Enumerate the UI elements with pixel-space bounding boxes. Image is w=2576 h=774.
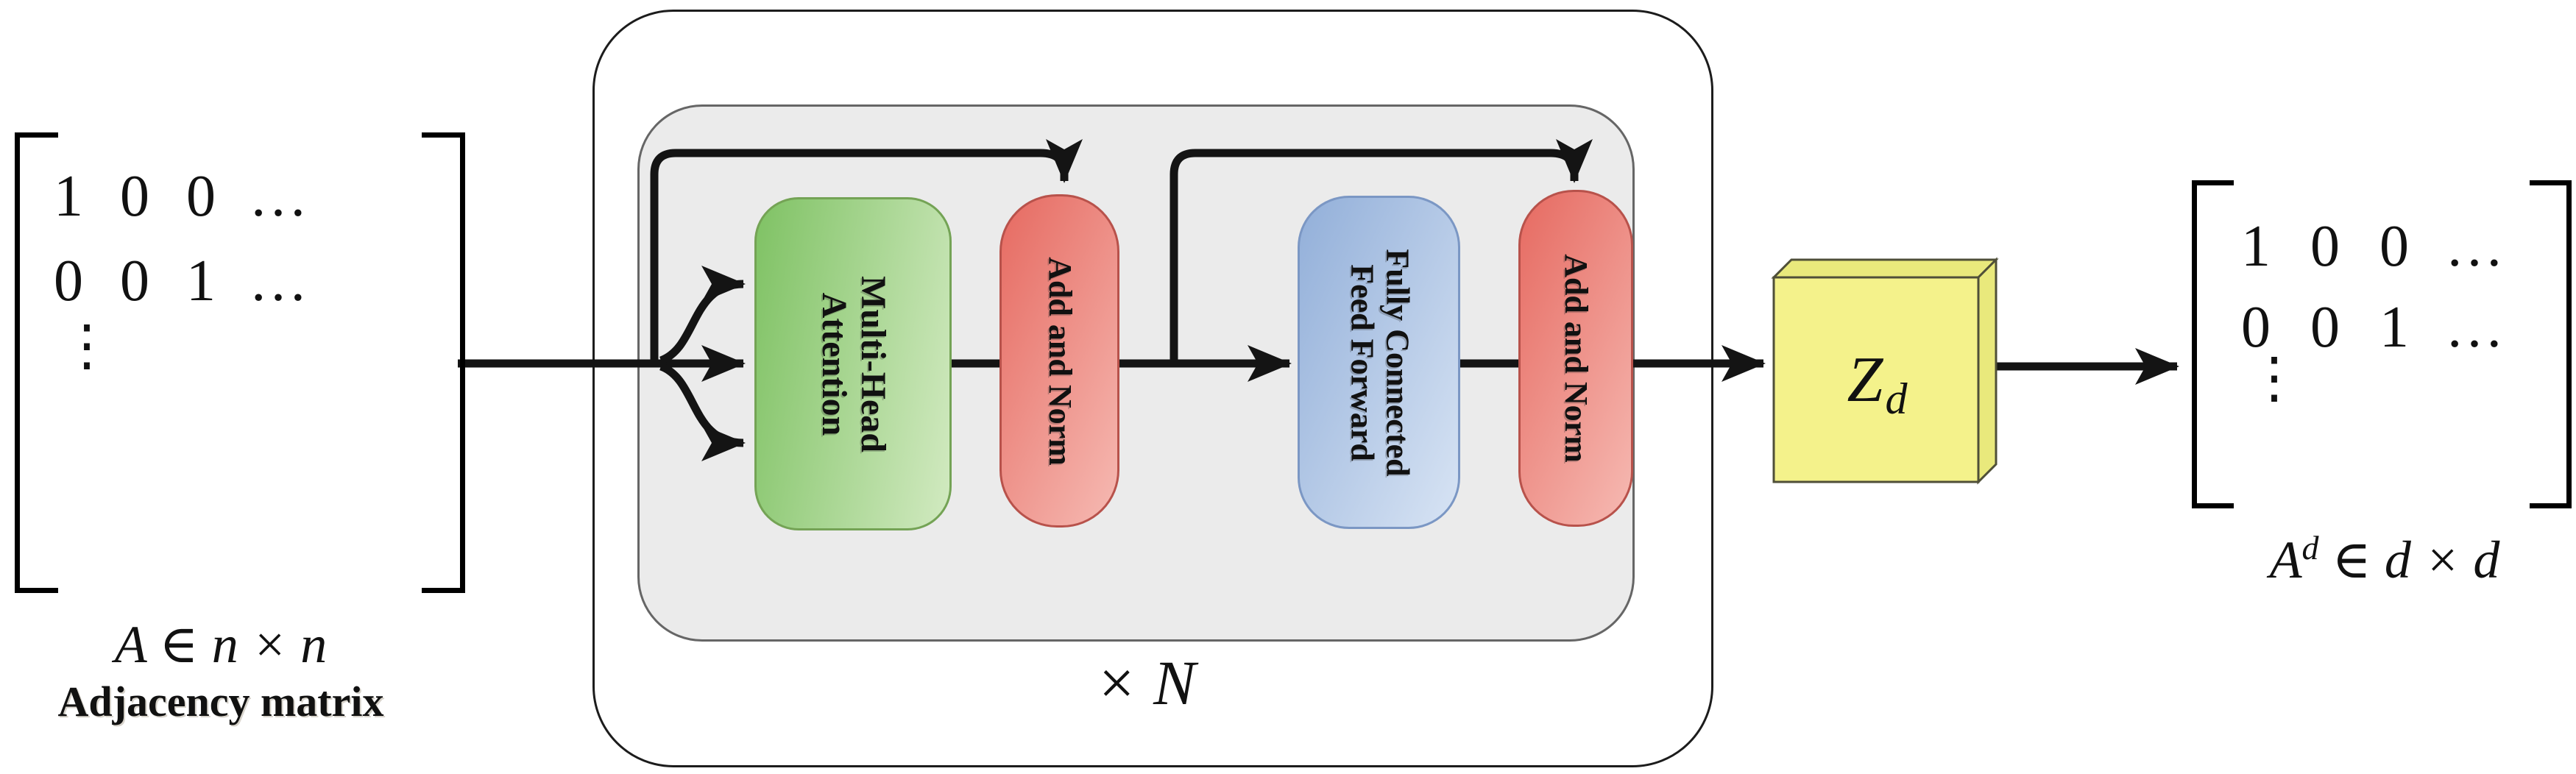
feed-forward-block: Fully Connected Feed Forward	[1298, 196, 1460, 529]
input-matrix-row-2: 0 0 1 …	[54, 249, 309, 313]
input-matrix-bracket-right	[422, 132, 465, 593]
add-and-norm-1-label: Add and Norm	[1041, 256, 1078, 466]
output-matrix-superscript: d	[2301, 529, 2319, 567]
input-matrix-caption: Adjacency matrix	[57, 678, 384, 725]
multi-head-attention-block: Multi-Head Attention	[754, 197, 952, 530]
add-and-norm-2-label: Add and Norm	[1558, 254, 1595, 463]
input-matrix-bracket-left	[15, 132, 58, 593]
fan-arrow-upper	[659, 266, 746, 365]
output-matrix-math-label: Ad ∈ d × d	[2269, 529, 2500, 589]
input-matrix-math-label: A ∈ n × n	[114, 615, 328, 674]
fan-arrow-lower	[659, 362, 746, 461]
output-matrix-row-1: 1 0 0 …	[2241, 214, 2505, 279]
input-matrix-vdots: ⋮	[59, 315, 115, 377]
embedding-subscript: d	[1885, 374, 1908, 423]
output-matrix-row-2: 0 0 1 …	[2241, 295, 2505, 360]
output-matrix-bracket-right	[2530, 180, 2572, 508]
add-and-norm-block-2: Add and Norm	[1518, 190, 1633, 527]
output-matrix-bracket-left	[2192, 180, 2234, 508]
add-and-norm-block-1: Add and Norm	[999, 194, 1119, 528]
repeat-count-label: × N	[1094, 647, 1196, 718]
embedding-cube-top-face	[1771, 258, 1999, 279]
feed-forward-label: Fully Connected Feed Forward	[1343, 248, 1415, 477]
skip-connection-1	[650, 139, 1083, 363]
input-matrix-row-1: 1 0 0 …	[54, 164, 309, 229]
embedding-cube-right-face	[1977, 257, 1998, 485]
embedding-cube-front-face	[1772, 276, 1980, 483]
output-matrix-vdots: ⋮	[2246, 347, 2302, 409]
multi-head-attention-label: Multi-Head Attention	[815, 275, 893, 452]
skip-connection-2	[1170, 139, 1593, 363]
